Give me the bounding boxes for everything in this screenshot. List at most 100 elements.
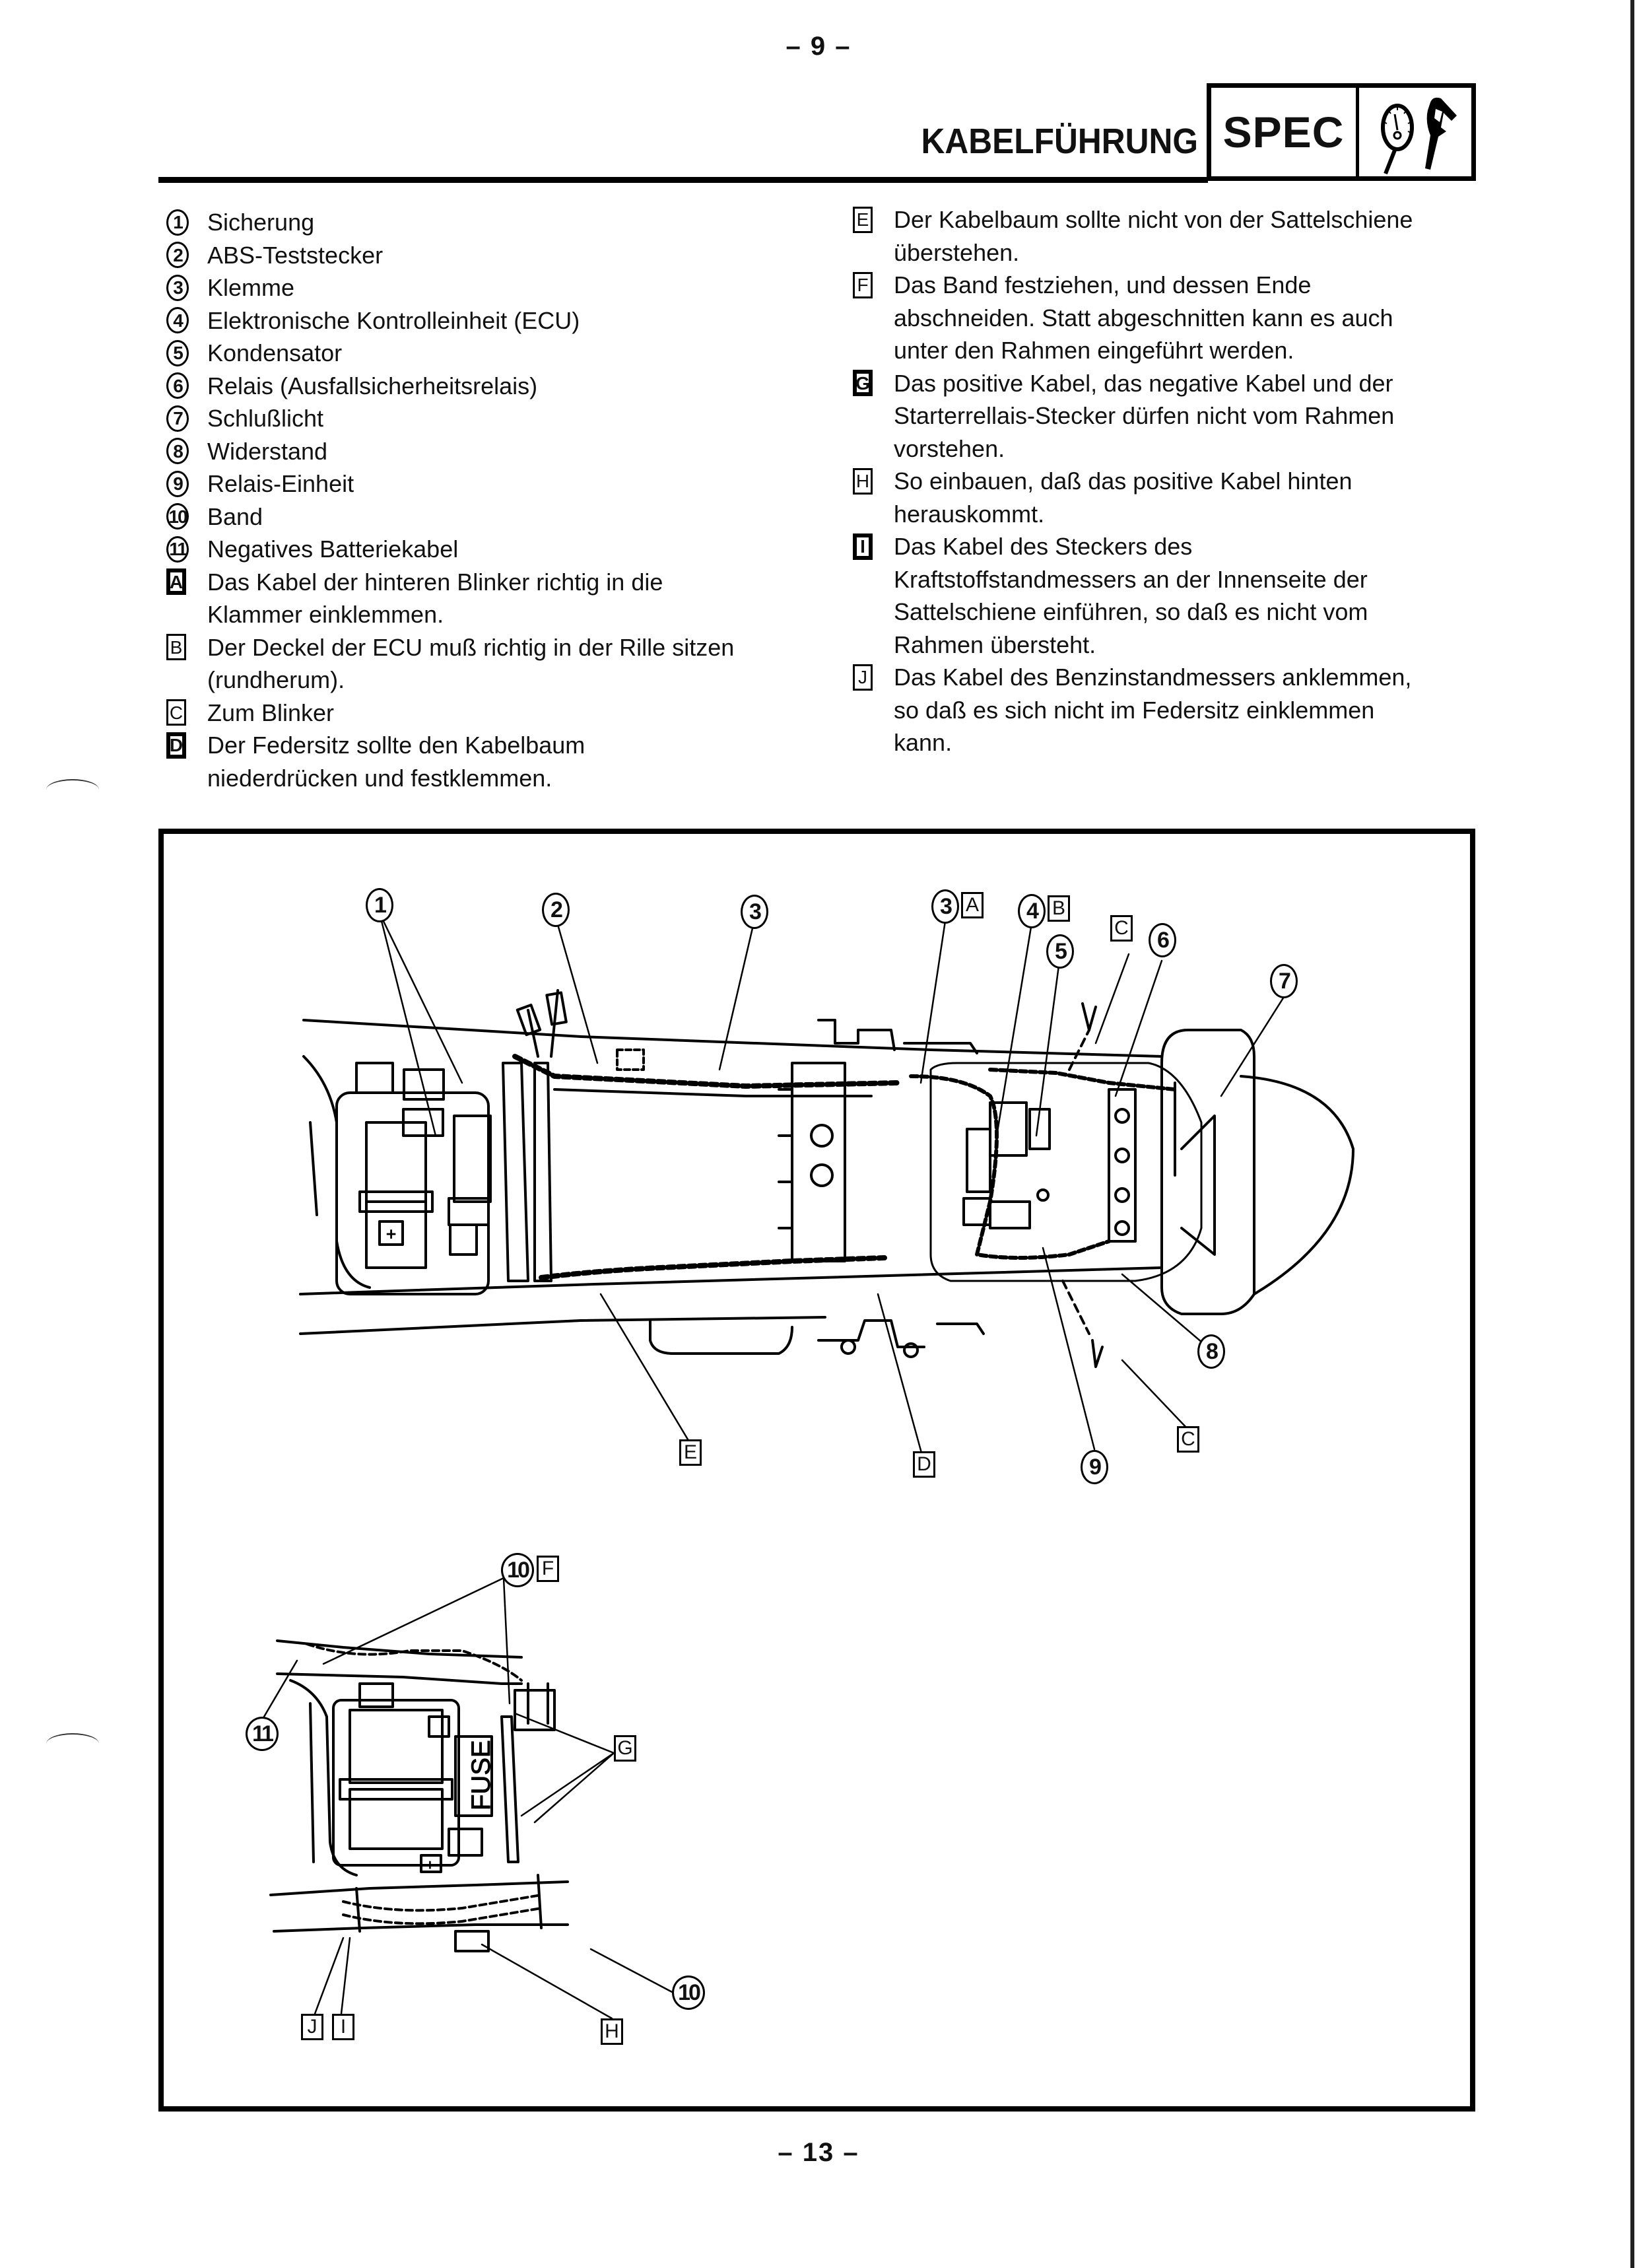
- callout-b: B: [1048, 895, 1070, 922]
- legend-item: E Der Kabelbaum sollte nicht von der Satt…: [853, 203, 1487, 269]
- gauge-and-caliper-icon: [1359, 88, 1471, 176]
- battery-plus-text: +: [386, 1224, 396, 1244]
- callout-number-badge: 8: [166, 438, 189, 465]
- section-title: KABELFÜHRUNG: [921, 121, 1198, 161]
- legend-item-text: Band: [207, 502, 263, 530]
- callout-number-badge: 3: [166, 274, 189, 301]
- callout-3: 3: [741, 895, 768, 929]
- callout-c-lower: C: [1177, 1426, 1199, 1453]
- legend-item-text: Starterrellais-Stecker dürfen nicht vom …: [894, 402, 1395, 429]
- callout-number-badge: 4: [166, 307, 189, 334]
- abs-test-connector: [403, 1068, 445, 1101]
- battery-plus-text: +: [426, 1857, 434, 1873]
- legend-item-text: Sicherung: [207, 209, 315, 236]
- binder-hole-mark: [46, 779, 99, 800]
- legend-item-text: Negatives Batteriekabel: [207, 535, 459, 563]
- legend-item-text: unter den Rahmen eingeführt werden.: [894, 337, 1294, 364]
- callout-j: J: [301, 2014, 323, 2040]
- legend-item-text: überstehen.: [894, 238, 1020, 266]
- callout-c-upper: C: [1110, 915, 1133, 942]
- callout-number-badge: 5: [166, 339, 189, 366]
- spec-badge: SPEC: [1207, 83, 1476, 181]
- legend-item-text: Das Band festziehen, und dessen Ende: [894, 271, 1312, 298]
- callout-letter-badge: E: [853, 206, 873, 233]
- callout-number-badge: 9: [166, 470, 189, 497]
- legend-item: 7 Schlußlicht: [166, 402, 820, 435]
- page-number-top: – 9 –: [785, 32, 852, 61]
- callout-10: 10: [672, 1976, 705, 2010]
- legend-item: H So einbauen, daß das positive Kabel hin…: [853, 465, 1487, 530]
- legend-item: 11 Negatives Batteriekabel: [166, 533, 820, 566]
- fuse-box: [454, 1735, 493, 1817]
- callout-letter-badge: I: [853, 533, 873, 560]
- callout-leader-lines-detail: [263, 1577, 675, 2020]
- legend-item-text: Klemme: [207, 274, 295, 301]
- legend-item-text: Rahmen übersteht.: [894, 631, 1096, 658]
- title-rule: [158, 177, 1208, 183]
- legend-item-text: Der Deckel der ECU muß richtig in der Ri…: [207, 633, 735, 661]
- legend-item-text: So einbauen, daß das positive Kabel hint…: [894, 467, 1353, 495]
- legend-item-text: Der Federsitz sollte den Kabelbaum: [207, 732, 585, 759]
- callout-i: I: [332, 2014, 354, 2040]
- legend-item: 6 Relais (Ausfallsicherheitsrelais): [166, 370, 820, 403]
- legend-item-text: vorstehen.: [894, 434, 1005, 462]
- callout-a: A: [961, 892, 984, 918]
- callout-letter-badge: H: [853, 467, 873, 495]
- legend-item-text: (rundherum).: [207, 666, 345, 693]
- callout-e: E: [679, 1439, 702, 1466]
- legend-item: C Zum Blinker: [166, 697, 820, 730]
- legend-item-text: Schlußlicht: [207, 405, 324, 432]
- legend-item-text: Relais-Einheit: [207, 470, 354, 497]
- legend-item: 3 Klemme: [166, 271, 820, 304]
- callout-letter-badge: D: [166, 732, 186, 759]
- callout-6: 6: [1149, 923, 1176, 957]
- rear-frame-drawing: +: [299, 989, 1354, 1368]
- legend-item: 8 Widerstand: [166, 435, 820, 468]
- legend-item-text: Das Kabel des Benzinstandmessers anklemm…: [894, 664, 1412, 691]
- legend-item-text: Das Kabel des Steckers des: [894, 533, 1193, 560]
- legend-item-text: Klammer einklemmen.: [207, 601, 444, 628]
- legend-right-column: E Der Kabelbaum sollte nicht von der Satt…: [853, 203, 1487, 759]
- callout-number-badge: 2: [166, 242, 189, 269]
- battery-detail-drawing: + FUSE: [269, 1639, 569, 1952]
- page-number-bottom: – 13 –: [778, 2138, 859, 2167]
- callout-letter-badge: G: [853, 370, 873, 397]
- legend-item-text: Der Kabelbaum sollte nicht von der Satte…: [894, 206, 1413, 233]
- callout-letter-badge: B: [166, 634, 186, 661]
- callout-9: 9: [1081, 1450, 1108, 1484]
- legend-item-text: abschneiden. Statt abgeschnitten kann es…: [894, 304, 1393, 331]
- legend-item-text: Zum Blinker: [207, 699, 335, 726]
- legend-item-text: Sattelschiene einführen, so daß es nicht…: [894, 598, 1368, 625]
- legend-item-text: Relais (Ausfallsicherheitsrelais): [207, 372, 538, 399]
- legend-item-text: Widerstand: [207, 437, 328, 465]
- legend-item: D Der Federsitz sollte den Kabelbaum niede…: [166, 729, 820, 794]
- callout-d: D: [913, 1451, 935, 1478]
- wiring-diagram-frame: [158, 829, 1475, 2112]
- fuse-label: FUSE: [467, 1740, 496, 1810]
- legend-item-text: kann.: [894, 729, 952, 756]
- callout-11: 11: [246, 1717, 279, 1751]
- callout-3-with-a: 3: [931, 889, 959, 924]
- callout-2: 2: [542, 893, 570, 927]
- callout-number-badge: 6: [166, 372, 189, 399]
- legend-item: 9 Relais-Einheit: [166, 467, 820, 500]
- callout-number-badge: 7: [166, 405, 189, 432]
- legend-item-text: herauskommt.: [894, 500, 1045, 528]
- callout-8: 8: [1197, 1334, 1225, 1369]
- legend-item-text: niederdrücken und festklemmen.: [207, 764, 552, 792]
- legend-item-text: Das Kabel der hinteren Blinker richtig i…: [207, 568, 663, 596]
- callout-number-badge: 11: [166, 535, 189, 563]
- callout-g: G: [614, 1735, 636, 1762]
- callout-letter-badge: C: [166, 699, 186, 726]
